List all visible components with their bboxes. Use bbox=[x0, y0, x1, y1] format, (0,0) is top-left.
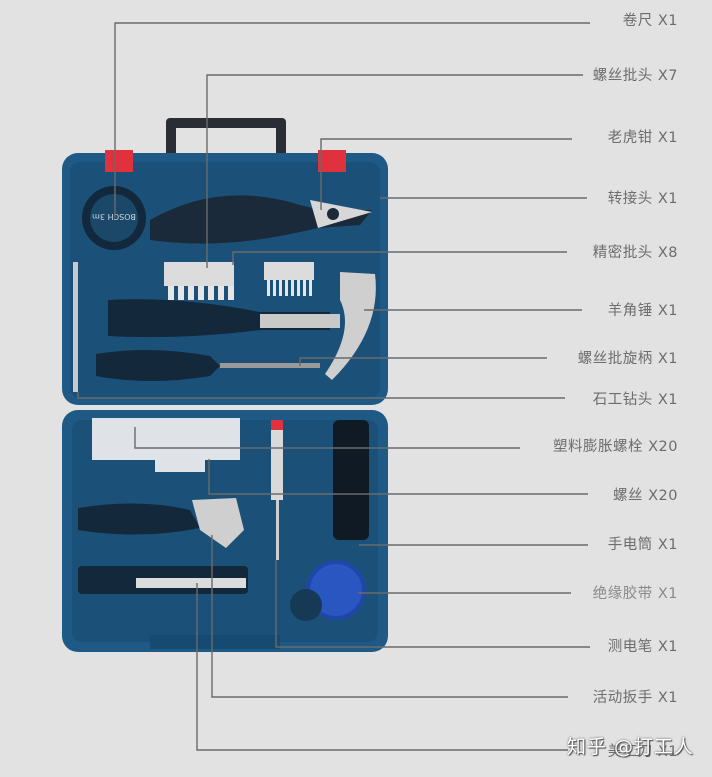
callout-adapter: 转接头 X1 bbox=[607, 191, 678, 207]
callout-flashlight: 手电筒 X1 bbox=[607, 537, 678, 553]
callout-screwdriver-handle: 螺丝批旋柄 X1 bbox=[577, 351, 678, 367]
insulation-tape-icon bbox=[290, 560, 366, 621]
callout-precision-bits: 精密批头 X8 bbox=[592, 245, 678, 261]
callout-plastic-anchors: 塑料膨胀螺栓 X20 bbox=[553, 439, 678, 455]
adjustable-wrench-icon bbox=[78, 498, 244, 548]
latch-right bbox=[318, 150, 346, 172]
flashlight-icon bbox=[333, 420, 369, 540]
precision-bits-icon bbox=[264, 262, 314, 296]
pliers-icon bbox=[150, 195, 372, 244]
callout-utility-knife: 美工刀 X1 bbox=[607, 744, 678, 760]
callout-screwdriver-bits: 螺丝批头 X7 bbox=[592, 68, 678, 84]
watermark: 知乎 @打工人 bbox=[566, 736, 694, 758]
callout-pliers: 老虎钳 X1 bbox=[607, 130, 678, 146]
callout-voltage-tester: 测电笔 X1 bbox=[607, 639, 678, 655]
masonry-drill-bit-icon bbox=[73, 262, 78, 392]
screwdriver-handle-icon bbox=[96, 349, 320, 381]
leader-lines bbox=[77, 22, 590, 751]
lower-case bbox=[62, 410, 388, 652]
screwdriver-bits-icon bbox=[164, 262, 234, 300]
svg-text:BOSCH 3m: BOSCH 3m bbox=[92, 212, 136, 221]
callout-screws: 螺丝 X20 bbox=[613, 488, 678, 504]
callout-tape-measure: 卷尺 X1 bbox=[622, 13, 678, 29]
latch-left bbox=[105, 150, 133, 172]
plastic-anchors-icon bbox=[92, 418, 240, 460]
tape-measure-icon: BOSCH 3m bbox=[82, 186, 146, 250]
claw-hammer-icon bbox=[108, 272, 376, 380]
callout-adjustable-wrench: 活动扳手 X1 bbox=[592, 690, 678, 706]
callout-masonry-drill-bit: 石工钻头 X1 bbox=[592, 392, 678, 408]
upper-case: BOSCH 3m bbox=[62, 150, 388, 405]
callout-insulation-tape: 绝缘胶带 X1 bbox=[592, 586, 678, 602]
utility-knife-icon bbox=[78, 566, 248, 594]
callout-claw-hammer: 羊角锤 X1 bbox=[607, 303, 678, 319]
